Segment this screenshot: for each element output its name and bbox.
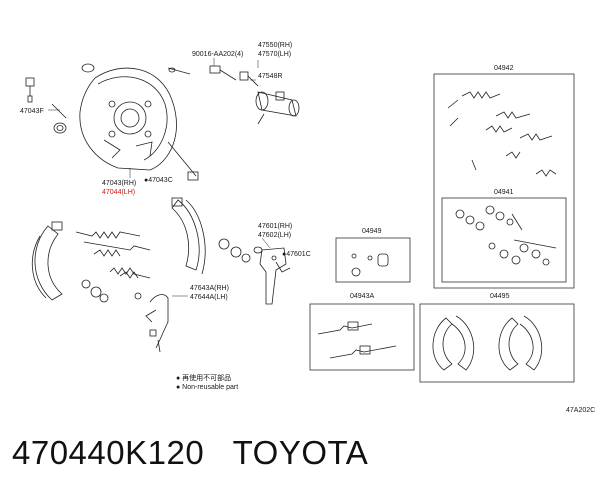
label-47601C: ●47601C [282, 251, 311, 258]
kit-04943A-adjusters [317, 321, 397, 359]
label-47044-lh: 47044(LH) [102, 189, 135, 196]
label-90016: 90016-AA202(4) [192, 51, 243, 58]
label-04949: 04949 [362, 228, 382, 235]
brand-name: TOYOTA [232, 434, 369, 471]
backing-plate [79, 63, 177, 171]
kit-04942-springs [447, 91, 557, 177]
brake-shoe-right [171, 197, 206, 275]
label-47643A: 47643A(RH) [190, 285, 229, 292]
adjuster-and-springs [75, 231, 151, 303]
label-47043F: 47043F [20, 108, 44, 115]
label-47602: 47602(LH) [258, 232, 291, 239]
kit-04941-box [441, 197, 567, 283]
bolt-47043F-area [25, 77, 67, 134]
kit-04949-box [335, 237, 411, 283]
label-47548R: 47548R [258, 73, 283, 80]
kit-04942-box [433, 73, 575, 289]
label-47043-rh: 47043(RH) [102, 180, 136, 187]
legend-non-reusable-en: ● Non-reusable part [176, 384, 238, 391]
wheel-cylinder [167, 65, 300, 125]
label-04941: 04941 [494, 189, 514, 196]
diagram-code: 47A202C [566, 407, 595, 414]
parking-lever [145, 294, 169, 353]
kit-04495-shoes [432, 315, 543, 371]
kit-04949-parts [351, 253, 389, 277]
part-caption: 470440K120 TOYOTA [12, 434, 368, 472]
hold-down-parts [218, 238, 263, 263]
label-04943A: 04943A [350, 293, 374, 300]
kit-04495-box [419, 303, 575, 383]
label-04942: 04942 [494, 65, 514, 72]
label-47644A: 47644A(LH) [190, 294, 228, 301]
parts-diagram: 47043F 47043(RH) 47044(LH) ●47043C 90016… [20, 42, 595, 414]
label-04495: 04495 [490, 293, 510, 300]
brake-shoe-left [31, 221, 63, 301]
bolt-47043C [167, 141, 199, 181]
label-47601: 47601(RH) [258, 223, 292, 230]
label-47570: 47570(LH) [258, 51, 291, 58]
kit-04941-parts [455, 205, 557, 266]
label-47043C: ●47043C [144, 177, 173, 184]
part-number: 470440K120 [12, 434, 205, 471]
label-47550: 47550(RH) [258, 42, 292, 49]
kit-04943A-box [309, 303, 415, 371]
legend-non-reusable-cn: ● 再使用不可部品 [176, 373, 231, 382]
adjusting-lever [259, 247, 291, 305]
